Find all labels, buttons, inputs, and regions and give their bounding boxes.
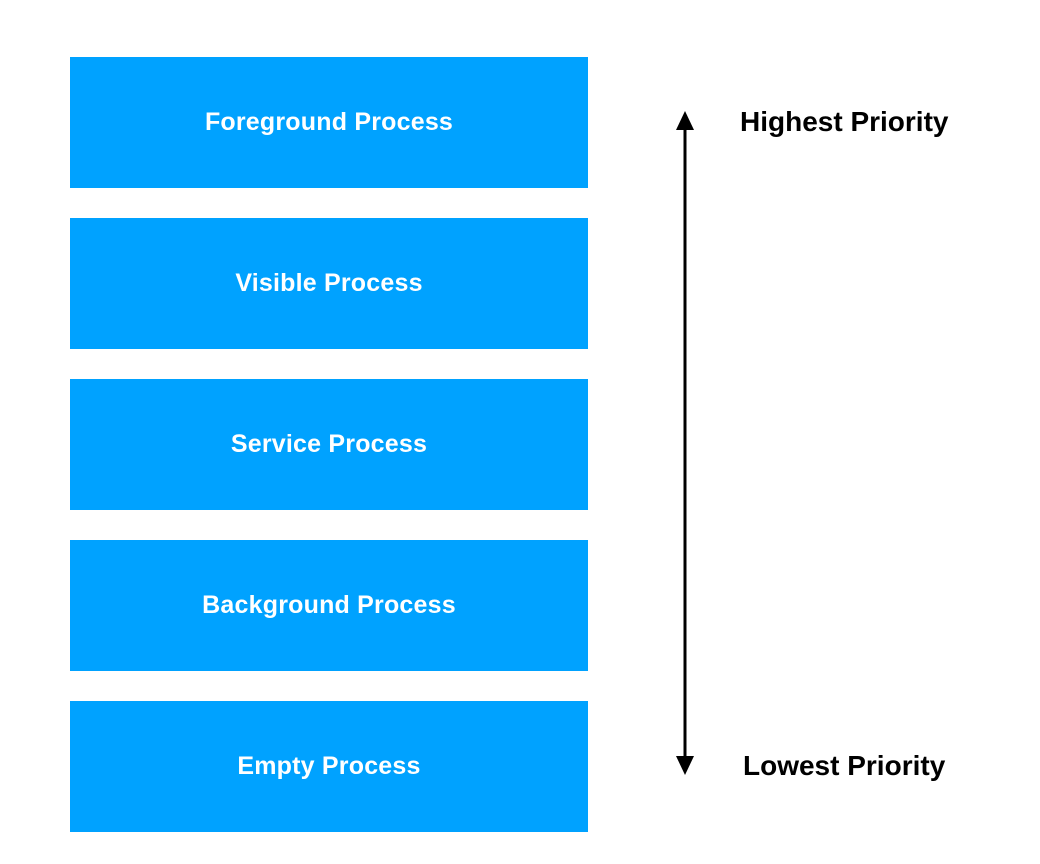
process-box-service: Service Process	[70, 379, 588, 510]
process-box-background: Background Process	[70, 540, 588, 671]
arrow-head-down	[676, 756, 694, 775]
process-box-foreground: Foreground Process	[70, 57, 588, 188]
process-label: Background Process	[202, 591, 456, 619]
process-label: Service Process	[230, 430, 428, 458]
process-box-empty: Empty Process	[70, 701, 588, 832]
arrow-head-up	[676, 111, 694, 130]
process-label: Empty Process	[237, 752, 421, 780]
process-box-visible: Visible Process	[70, 218, 588, 349]
process-label: Visible Process	[235, 269, 423, 297]
process-label: Foreground Process	[204, 108, 454, 136]
highest-priority-label: Highest Priority	[740, 106, 949, 137]
lowest-priority-label: Lowest Priority	[743, 750, 946, 781]
double-headed-vertical-arrow-icon	[676, 111, 694, 775]
